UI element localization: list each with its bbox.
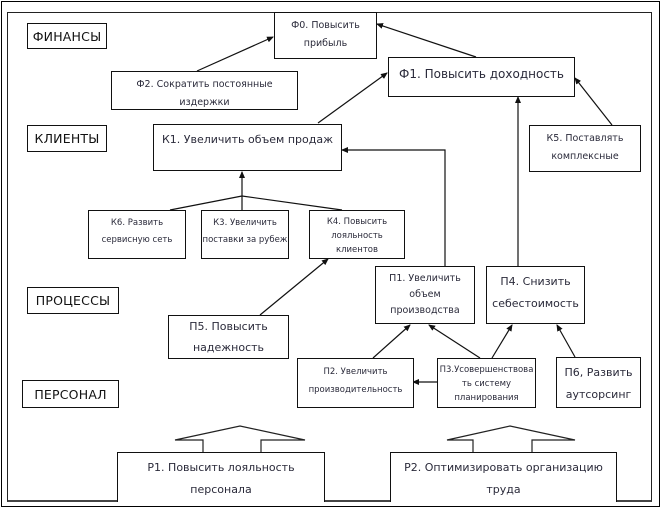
node-r2[interactable]: Р2. Оптимизировать организацию труда bbox=[390, 452, 617, 502]
node-k4-line2: лояльность bbox=[331, 231, 383, 241]
link-f1-f0 bbox=[376, 23, 477, 58]
lane-finance-label: ФИНАНСЫ bbox=[32, 28, 102, 44]
node-k6-line1: К6. Развить bbox=[110, 218, 164, 228]
node-p6[interactable]: П6, Развить аутсорсинг bbox=[556, 357, 641, 408]
node-p1[interactable]: П1. Увеличить объем производства bbox=[375, 266, 475, 324]
node-p5-line2: надежность bbox=[192, 341, 265, 354]
node-p6-line2: аутсорсинг bbox=[565, 388, 632, 401]
link-k1-f1 bbox=[317, 72, 388, 124]
link-p1-k1 bbox=[341, 147, 446, 266]
node-k4-line3: клиентов bbox=[335, 245, 379, 255]
node-p1-line2: объем bbox=[409, 289, 441, 300]
node-k3[interactable]: К3. Увеличить поставки за рубеж bbox=[201, 210, 289, 259]
node-p3-line2: ть систему bbox=[461, 379, 512, 389]
node-k6-line2: сервисную сеть bbox=[101, 235, 173, 245]
node-p4-line2: себестоимость bbox=[492, 297, 579, 310]
node-k5[interactable]: К5. Поставлять комплексные bbox=[529, 125, 641, 172]
link-k6-k1 bbox=[169, 195, 243, 211]
link-k5-f1 bbox=[574, 77, 613, 126]
lane-processes: ПРОЦЕССЫ bbox=[27, 287, 119, 314]
node-p5[interactable]: П5. Повысить надежность bbox=[168, 315, 289, 359]
link-p2-p1 bbox=[372, 324, 411, 359]
node-k3-line2: поставки за рубеж bbox=[202, 235, 288, 245]
node-p2-line2: производительность bbox=[308, 385, 403, 395]
node-p1-line1: П1. Увеличить bbox=[389, 273, 461, 284]
node-f1-line1: Ф1. Повысить доходность bbox=[398, 67, 564, 81]
lane-personnel: ПЕРСОНАЛ bbox=[22, 380, 119, 408]
node-f2[interactable]: Ф2. Сократить постоянные издержки bbox=[111, 71, 298, 110]
lane-clients: КЛИЕНТЫ bbox=[27, 125, 107, 152]
node-r2-line1: Р2. Оптимизировать организацию bbox=[404, 461, 603, 474]
node-p4-line1: П4. Снизить bbox=[500, 275, 571, 288]
node-r1-line2: персонала bbox=[190, 483, 252, 496]
node-f2-line1: Ф2. Сократить постоянные издержки bbox=[136, 79, 273, 108]
link-p3-p4 bbox=[491, 324, 513, 359]
node-p5-line1: П5. Повысить bbox=[189, 320, 268, 333]
lane-clients-label: КЛИЕНТЫ bbox=[34, 131, 100, 146]
link-f2-f0 bbox=[196, 36, 274, 72]
link-p3-p1 bbox=[428, 324, 481, 359]
node-p2-line1: П2. Увеличить bbox=[323, 367, 388, 377]
node-k4[interactable]: К4. Повысить лояльность клиентов bbox=[309, 210, 405, 259]
arrow-r1-up-icon bbox=[174, 425, 306, 452]
node-p4[interactable]: П4. Снизить себестоимость bbox=[486, 266, 585, 324]
node-p3[interactable]: П3.Усовершенствова ть систему планирован… bbox=[437, 358, 536, 408]
node-r1[interactable]: Р1. Повысить лояльность персонала bbox=[117, 452, 325, 502]
node-f1[interactable]: Ф1. Повысить доходность bbox=[388, 57, 575, 97]
node-f0-line1: Ф0. Повысить bbox=[291, 20, 360, 31]
node-r1-line1: Р1. Повысить лояльность bbox=[147, 461, 295, 474]
lane-personnel-label: ПЕРСОНАЛ bbox=[34, 386, 107, 402]
node-r2-line2: труда bbox=[486, 483, 521, 496]
node-p3-line3: планирования bbox=[454, 393, 519, 403]
node-f0-line2: прибыль bbox=[303, 38, 348, 49]
node-p3-line1: П3.Усовершенствова bbox=[439, 365, 534, 375]
node-p2[interactable]: П2. Увеличить производительность bbox=[297, 358, 414, 408]
node-f0[interactable]: Ф0. Повысить прибыль bbox=[274, 12, 377, 59]
node-k1-line1: К1. Увеличить объем продаж bbox=[162, 133, 333, 146]
node-p6-line1: П6, Развить bbox=[564, 366, 633, 379]
node-p1-line3: производства bbox=[390, 305, 460, 316]
lane-finance: ФИНАНСЫ bbox=[27, 23, 107, 49]
node-k1[interactable]: К1. Увеличить объем продаж bbox=[153, 124, 342, 171]
link-k4-k1 bbox=[241, 195, 343, 211]
lane-processes-label: ПРОЦЕССЫ bbox=[35, 293, 111, 308]
node-k5-line1: К5. Поставлять bbox=[546, 133, 624, 144]
link-p6-p4 bbox=[556, 324, 576, 358]
node-k6[interactable]: К6. Развить сервисную сеть bbox=[88, 210, 186, 259]
node-k3-line1: К3. Увеличить bbox=[213, 218, 277, 228]
arrow-r2-up-icon bbox=[446, 425, 576, 452]
link-p5-k4 bbox=[259, 258, 329, 316]
node-k5-line2: комплексные bbox=[551, 151, 619, 162]
node-k4-line1: К4. Повысить bbox=[326, 217, 388, 227]
